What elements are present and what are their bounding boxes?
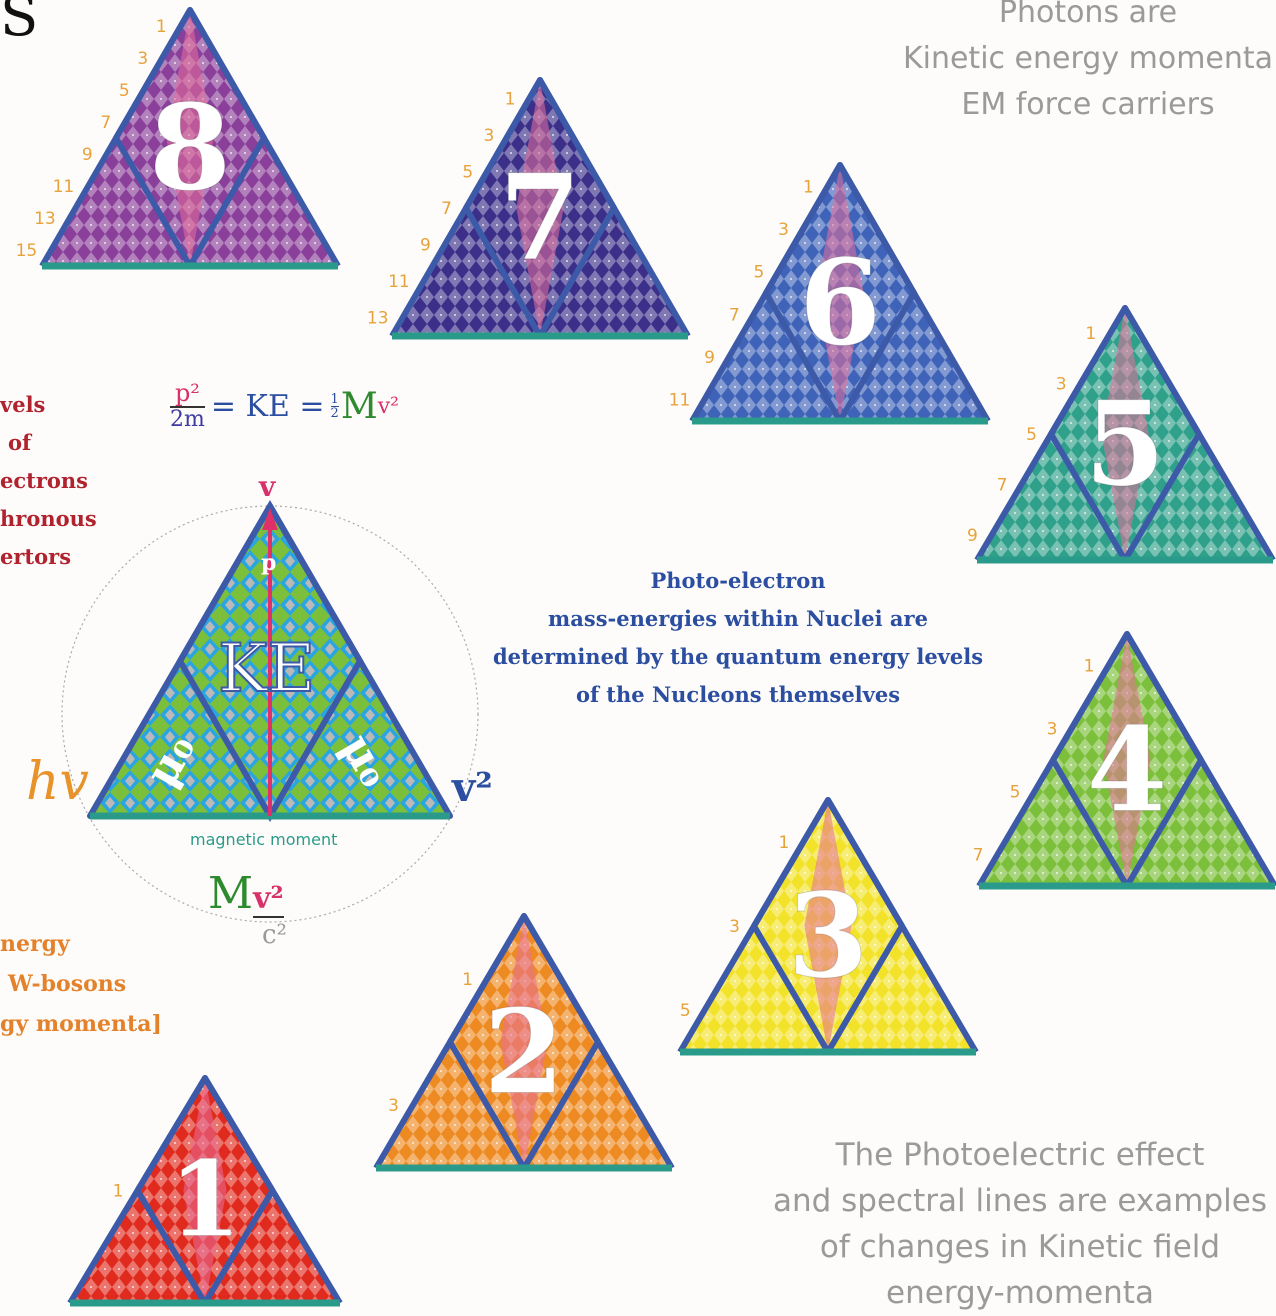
orange-line-2: W-bosons <box>0 964 162 1004</box>
triangle-6-level-label: 11 <box>669 391 691 411</box>
formula-eq: = KE = <box>211 389 325 424</box>
photons-line-3: EM force carriers <box>868 82 1276 128</box>
photo-line-1: Photo-electron <box>478 562 998 600</box>
triangle-2: 21 3 <box>376 916 672 1168</box>
left-red-text: vels of ectrons hronous ertors <box>0 386 97 576</box>
formula-half: 1 2 <box>331 393 339 420</box>
triangle-7-level-label: 3 <box>483 126 494 146</box>
magnetic-moment-label: magnetic moment <box>190 830 337 849</box>
triangle-5-level-label: 1 <box>1085 324 1096 344</box>
photons-line-2: Kinetic energy momenta <box>868 36 1276 82</box>
triangle-8-level-label: 15 <box>16 241 38 261</box>
triangle-2-number: 2 <box>484 984 565 1120</box>
triangle-8-level-label: 1 <box>156 17 167 37</box>
photo-electron-text: Photo-electron mass-energies within Nucl… <box>478 562 998 714</box>
triangle-8-level-label: 11 <box>53 177 75 197</box>
triangle-8-level-label: 13 <box>34 209 56 229</box>
triangle-4-level-label: 7 <box>973 846 984 866</box>
mv2-label: Mv² <box>208 868 284 919</box>
mv2-m: M <box>208 868 253 919</box>
p-label: p <box>261 550 276 576</box>
triangle-3-number: 3 <box>788 868 869 1004</box>
triangle-7-level-label: 13 <box>367 309 389 329</box>
ke-label: KE <box>218 630 316 707</box>
c2-label: c² <box>262 920 287 950</box>
v2-right-label: v² <box>452 764 493 811</box>
triangle-4-level-label: 1 <box>1084 657 1095 677</box>
triangle-3-level-label: 1 <box>779 833 790 853</box>
formula-fraction: p² 2m <box>170 380 205 432</box>
triangle-6-level-label: 5 <box>754 263 765 283</box>
orange-line-1: nergy <box>0 924 162 964</box>
triangle-7-level-label: 1 <box>505 89 516 109</box>
triangle-5-level-label: 5 <box>1026 425 1037 445</box>
half-den: 2 <box>331 407 339 420</box>
v-top-label: v <box>259 470 275 503</box>
formula-mass: M <box>341 386 378 427</box>
hv-label: hv <box>26 752 89 812</box>
triangle-6-level-label: 7 <box>729 305 740 325</box>
red-line-5: ertors <box>0 538 97 576</box>
triangle-2-level-label: 1 <box>462 970 473 990</box>
left-orange-text: nergy W-bosons gy momenta] <box>0 924 162 1044</box>
triangle-5-level-label: 7 <box>997 475 1008 495</box>
triangle-8-number: 8 <box>149 78 231 217</box>
triangle-7-number: 7 <box>499 148 581 287</box>
triangle-3-level-label: 3 <box>729 917 740 937</box>
red-line-2: of <box>0 424 97 462</box>
triangle-8-level-label: 7 <box>100 113 111 133</box>
photo-line-3: determined by the quantum energy levels <box>478 638 998 676</box>
pe-line-4: energy-momenta <box>760 1270 1276 1316</box>
triangle-6-level-label: 3 <box>778 220 789 240</box>
triangle-3-level-label: 5 <box>680 1001 691 1021</box>
triangle-1-number: 1 <box>169 1138 241 1261</box>
triangle-8-level-label: 5 <box>119 81 130 101</box>
triangle-6-level-label: 9 <box>704 348 715 368</box>
triangle-1: 11 <box>70 1078 340 1303</box>
triangle-2-level-label: 3 <box>388 1096 399 1116</box>
pe-line-1: The Photoelectric effect <box>760 1132 1276 1178</box>
photo-line-2: mass-energies within Nuclei are <box>478 600 998 638</box>
triangle-5-level-label: 3 <box>1056 375 1067 395</box>
mv2-v: v² <box>253 881 284 918</box>
half-num: 1 <box>331 393 339 407</box>
triangle-7-level-label: 5 <box>462 162 473 182</box>
triangle-4-level-label: 3 <box>1047 720 1058 740</box>
triangle-6-level-label: 1 <box>803 177 814 197</box>
formula-num: p² <box>170 380 205 408</box>
photons-line-1: Photons are <box>868 0 1276 36</box>
photons-heading: Photons are Kinetic energy momenta EM fo… <box>868 0 1276 128</box>
triangle-3: 3 1 3 5 <box>680 800 976 1052</box>
photoelectric-text: The Photoelectric effect and spectral li… <box>760 1132 1276 1316</box>
ke-formula: p² 2m = KE = 1 2 M v² <box>170 380 399 432</box>
triangle-4-number: 4 <box>1087 702 1168 838</box>
triangle-8-level-label: 3 <box>137 49 148 69</box>
triangle-6-number: 6 <box>799 233 881 372</box>
triangle-5-number: 5 <box>1085 376 1166 512</box>
photo-line-4: of the Nucleons themselves <box>478 676 998 714</box>
corner-letter: S <box>0 0 38 49</box>
triangle-4-level-label: 5 <box>1010 783 1021 803</box>
red-line-1: vels <box>0 386 97 424</box>
formula-den: 2m <box>170 408 205 432</box>
pe-line-2: and spectral lines are examples <box>760 1178 1276 1224</box>
pe-line-3: of changes in Kinetic field <box>760 1224 1276 1270</box>
formula-vel: v² <box>378 394 399 419</box>
triangle-1-level-label: 1 <box>113 1182 124 1202</box>
red-line-4: hronous <box>0 500 97 538</box>
triangle-7-level-label: 7 <box>441 199 452 219</box>
triangle-8-level-label: 9 <box>82 145 93 165</box>
red-line-3: ectrons <box>0 462 97 500</box>
orange-line-3: gy momenta] <box>0 1004 162 1044</box>
triangle-6: 6 1 3 5 7 9 11 <box>669 165 988 421</box>
triangle-7-level-label: 11 <box>388 272 410 292</box>
triangle-5-level-label: 9 <box>967 526 978 546</box>
triangle-7-level-label: 9 <box>420 236 431 256</box>
triangle-4: 4 1 3 5 7 <box>973 634 1275 886</box>
